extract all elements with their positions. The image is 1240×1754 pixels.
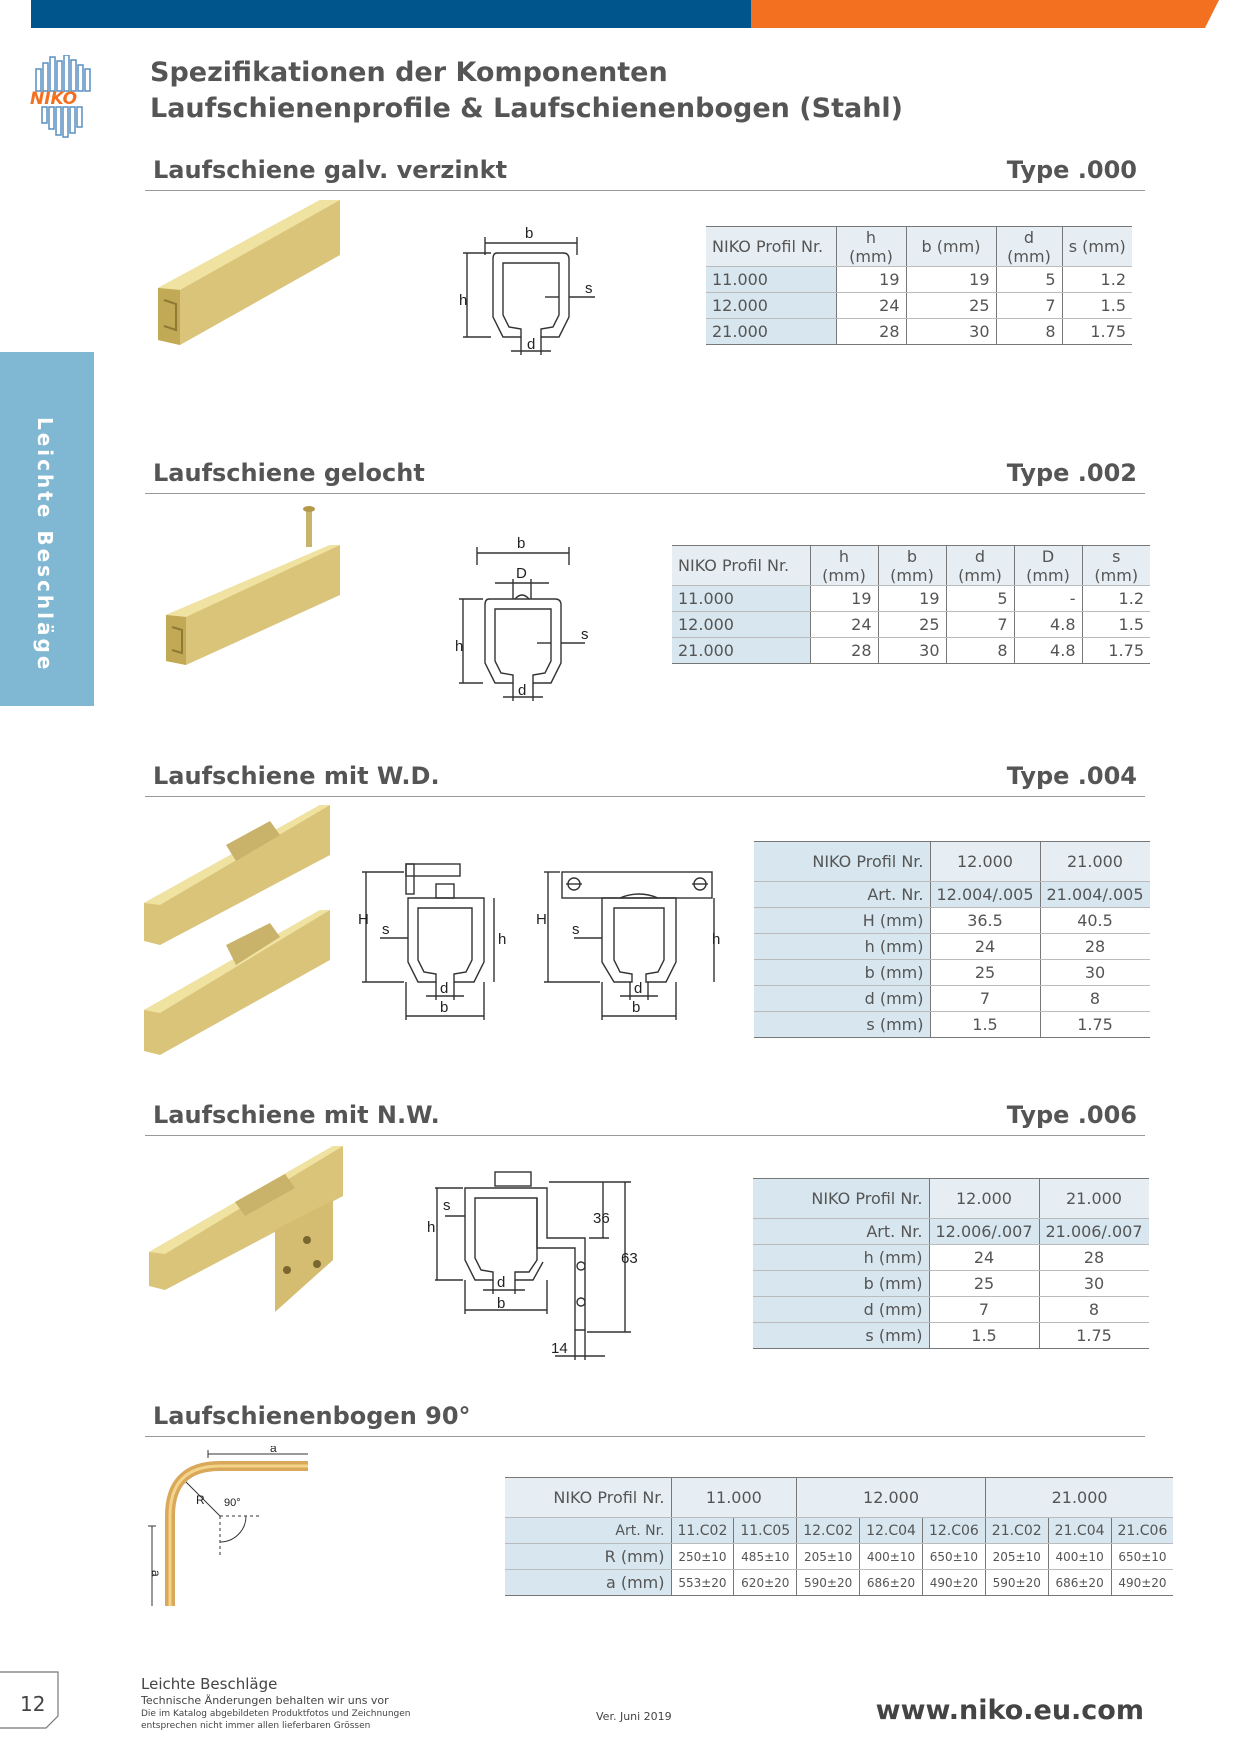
svg-text:s: s: [581, 626, 589, 643]
footer-catalog-note: Die im Katalog abgebildeten Produktfotos…: [141, 1709, 411, 1731]
top-bar-blue: [31, 0, 751, 28]
rail-002-image: [166, 506, 340, 665]
rail-004-image: [144, 805, 330, 1055]
table-000: NIKO Profil Nr. h (mm) b (mm) d (mm) s (…: [706, 226, 1132, 345]
svg-text:a: a: [270, 1446, 277, 1455]
svg-text:a: a: [149, 1570, 163, 1577]
svg-text:h: h: [427, 1219, 435, 1236]
svg-text:d: d: [518, 682, 526, 699]
top-bar-orange: [751, 0, 1219, 28]
svg-text:h: h: [712, 931, 720, 948]
footer-category: Leichte Beschläge: [141, 1675, 278, 1693]
section-002-title: Laufschiene gelocht: [153, 459, 425, 487]
svg-text:H: H: [536, 911, 547, 928]
page-corner: [0, 1671, 59, 1729]
svg-text:s: s: [572, 921, 580, 938]
page-title: Spezifikationen der Komponenten Laufschi…: [150, 55, 903, 127]
side-tab-label: Leichte Beschläge: [33, 417, 57, 673]
svg-text:b: b: [440, 999, 448, 1016]
table-bogen: NIKO Profil Nr. 11.000 12.000 21.000 Art…: [505, 1477, 1174, 1596]
footer-version: Ver. Juni 2019: [596, 1710, 672, 1723]
section-006-title: Laufschiene mit N.W.: [153, 1101, 440, 1129]
svg-text:b: b: [525, 225, 533, 242]
section-bogen-rule: [145, 1436, 1145, 1437]
section-006-rule: [145, 1135, 1145, 1136]
svg-text:D: D: [516, 565, 527, 582]
svg-text:h: h: [459, 292, 467, 309]
profile-000-drawing: b h s d: [459, 225, 595, 355]
svg-text:d: d: [440, 980, 448, 997]
niko-logo: NIKO: [30, 55, 91, 138]
profile-006-drawing: s h d b 36 63 14: [427, 1171, 638, 1360]
svg-text:s: s: [443, 1197, 451, 1214]
svg-text:d: d: [527, 336, 535, 353]
table-002: NIKO Profil Nr. h (mm) b (mm) d (mm) D (…: [672, 545, 1150, 664]
page-number: 12: [20, 1692, 46, 1716]
svg-text:90°: 90°: [224, 1497, 241, 1509]
rail-000-image: [158, 200, 340, 345]
svg-text:s: s: [585, 280, 593, 297]
svg-text:b: b: [517, 535, 525, 552]
rail-006-image: [149, 1146, 343, 1312]
section-bogen-title: Laufschienenbogen 90°: [153, 1402, 471, 1430]
page-title-line2: Laufschienenprofile & Laufschienenbogen …: [150, 93, 904, 124]
section-002-type: Type .002: [1006, 459, 1137, 487]
section-004-type: Type .004: [1006, 762, 1137, 790]
svg-text:b: b: [632, 999, 640, 1016]
svg-text:h: h: [455, 638, 463, 655]
section-004-title: Laufschiene mit W.D.: [153, 762, 440, 790]
page-title-line1: Spezifikationen der Komponenten: [150, 57, 668, 88]
svg-text:s: s: [382, 921, 390, 938]
footer-tech-note: Technische Änderungen behalten wir uns v…: [141, 1694, 389, 1707]
svg-text:b: b: [497, 1295, 505, 1312]
table-006: NIKO Profil Nr. 12.000 21.000 Art. Nr.12…: [753, 1178, 1149, 1349]
svg-text:d: d: [497, 1274, 505, 1291]
section-004-rule: [145, 796, 1145, 797]
bogen-drawing: a a R 90°: [148, 1446, 308, 1606]
section-000-title: Laufschiene galv. verzinkt: [153, 156, 508, 184]
profile-002-drawing: b D h s d: [455, 535, 589, 701]
table-row: Art. Nr. 11.C02 11.C05 12.C02 12.C04 12.…: [505, 1517, 1174, 1544]
svg-text:NIKO: NIKO: [30, 89, 77, 109]
svg-text:R: R: [196, 1493, 205, 1507]
table-004: NIKO Profil Nr. 12.000 21.000 Art. Nr.12…: [754, 841, 1150, 1038]
svg-text:63: 63: [621, 1250, 638, 1267]
section-006-type: Type .006: [1006, 1101, 1137, 1129]
svg-text:h: h: [498, 931, 506, 948]
section-002-rule: [145, 493, 1145, 494]
profile-004-drawing-left: H s h d b: [358, 863, 506, 1020]
section-000-type: Type .000: [1006, 156, 1137, 184]
section-000-rule: [145, 190, 1145, 191]
svg-text:14: 14: [551, 1340, 568, 1357]
svg-text:d: d: [634, 980, 642, 997]
svg-text:36: 36: [593, 1210, 610, 1227]
side-tab: Leichte Beschläge: [0, 352, 94, 706]
footer-website: www.niko.eu.com: [875, 1695, 1144, 1726]
svg-text:H: H: [358, 911, 369, 928]
profile-004-drawing-right: H s h d b: [536, 871, 720, 1020]
